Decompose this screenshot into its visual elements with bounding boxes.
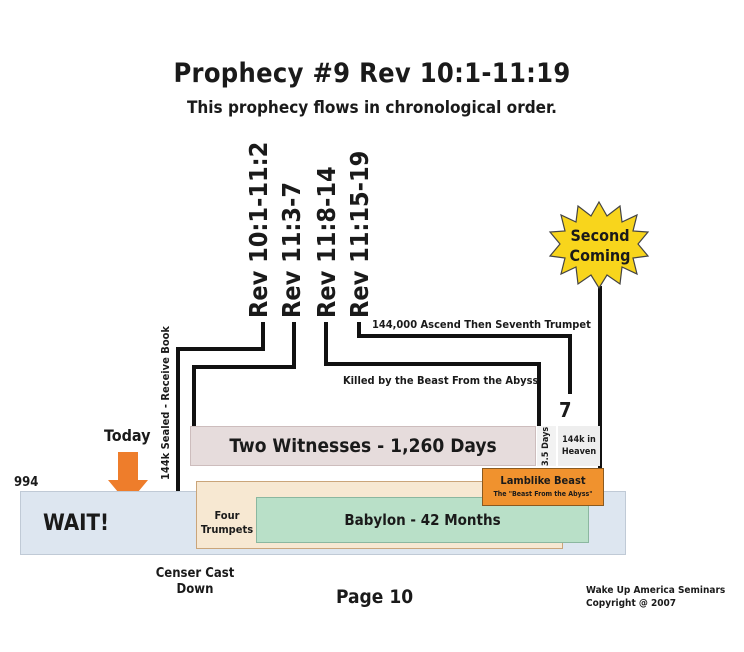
censer-label: Censer Cast Down	[155, 566, 235, 597]
three-half-days-label: 3.5 Days	[541, 426, 551, 466]
babylon-bar: Babylon - 42 Months	[256, 497, 589, 543]
page-subtitle: This prophecy flows in chronological ord…	[186, 98, 557, 118]
ascend-annotation: 144,000 Ascend Then Seventh Trumpet	[372, 318, 591, 331]
reference-rev-10-1-11-2: Rev 10:1-11:2	[244, 141, 273, 318]
page-title: Prophecy #9 Rev 10:1-11:19	[173, 58, 571, 89]
lamblike-beast-label: Lamblike Beast	[500, 474, 586, 487]
lamblike-beast-sublabel: The "Beast From the Abyss"	[493, 490, 593, 498]
heaven-box: 144k in Heaven	[558, 426, 600, 466]
lamblike-beast-bar: Lamblike Beast The "Beast From the Abyss…	[482, 468, 604, 506]
two-witnesses-label: Two Witnesses - 1,260 Days	[229, 435, 497, 457]
page-number: Page 10	[336, 586, 414, 608]
reference-rev-11-3-7: Rev 11:3-7	[277, 182, 306, 318]
reference-rev-11-8-14: Rev 11:8-14	[312, 166, 341, 318]
credit-line2: Copyright @ 2007	[586, 598, 677, 609]
heaven-label: 144k in Heaven	[561, 435, 597, 457]
wait-label: WAIT!	[43, 510, 110, 536]
seven-marker: 7	[559, 398, 572, 422]
credit: Wake Up America Seminars Copyright @ 200…	[586, 584, 725, 610]
four-trumpets-label: Four Trumpets	[200, 509, 254, 536]
three-half-days-box	[537, 426, 556, 466]
year-label: 994	[14, 475, 39, 490]
reference-rev-11-15-19: Rev 11:15-19	[345, 150, 374, 318]
killed-annotation: Killed by the Beast From the Abyss	[343, 374, 539, 387]
today-label: Today	[104, 426, 151, 445]
second-coming-label: Second Coming	[569, 226, 631, 265]
sealed-annotation: 144k Sealed - Receive Book	[159, 325, 172, 480]
second-coming-line	[598, 286, 602, 516]
babylon-label: Babylon - 42 Months	[344, 511, 501, 529]
credit-line1: Wake Up America Seminars	[586, 585, 726, 596]
two-witnesses-bar: Two Witnesses - 1,260 Days	[190, 426, 536, 466]
starburst-icon	[548, 200, 650, 290]
